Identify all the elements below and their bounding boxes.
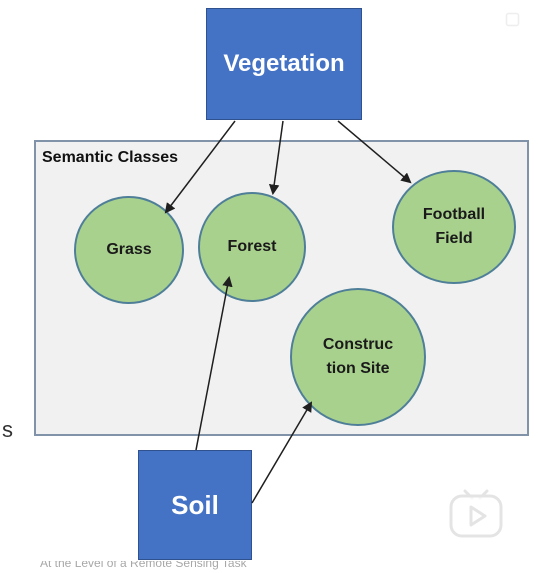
construction-site-label: Construc tion Site xyxy=(322,336,394,377)
forest-label: Forest xyxy=(227,238,277,255)
bottom-caption: At the Level of a Remote Sensing Task xyxy=(40,561,470,573)
soil-label: Soil xyxy=(171,489,219,520)
left-edge-text: s xyxy=(2,417,13,442)
square-icon xyxy=(505,12,520,27)
construction-site-node: Construc tion Site xyxy=(290,288,426,426)
forest-node: Forest xyxy=(198,192,306,302)
soil-node: Soil xyxy=(138,450,252,560)
vegetation-label: Vegetation xyxy=(223,50,345,77)
vegetation-node: Vegetation xyxy=(206,8,362,120)
semantic-classes-label: Semantic Classes xyxy=(42,149,179,166)
football-field-node: Football Field xyxy=(392,170,516,284)
grass-node: Grass xyxy=(74,196,184,304)
bottom-caption-text: At the Level of a Remote Sensing Task xyxy=(40,561,247,570)
tv-play-icon[interactable] xyxy=(447,483,505,541)
grass-label: Grass xyxy=(106,241,152,258)
football-field-label: Football Field xyxy=(422,206,486,247)
